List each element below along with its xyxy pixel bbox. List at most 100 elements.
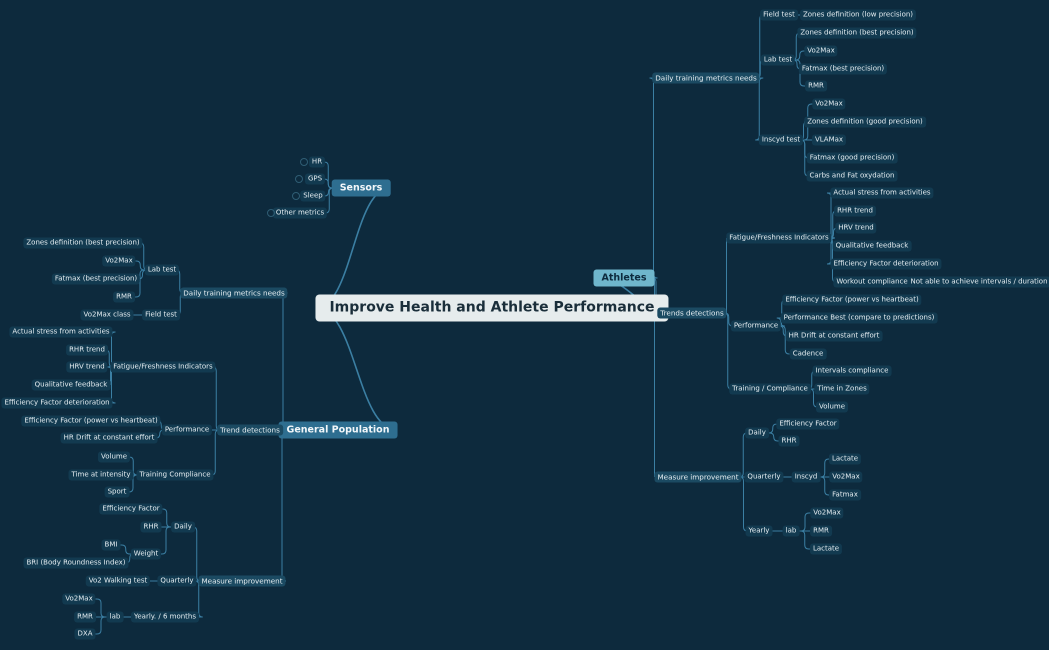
athletes-daily-training[interactable]: Daily training metrics needs xyxy=(652,72,760,84)
athletes-quarterly-item[interactable]: Fatmax xyxy=(829,489,861,501)
general-weight-item[interactable]: BRI (Body Roundness Index) xyxy=(23,557,129,569)
general-quarterly-item[interactable]: Vo2 Walking test xyxy=(85,575,151,587)
athletes-topic[interactable]: Athletes xyxy=(593,269,655,287)
connector-line xyxy=(128,474,138,493)
general-performance-item[interactable]: HR Drift at constant effort xyxy=(60,432,158,444)
athletes-field-test[interactable]: Field test xyxy=(760,9,798,21)
athletes-measure-yearly[interactable]: Yearly xyxy=(745,525,773,537)
general-weight-item[interactable]: BMI xyxy=(101,539,121,551)
athletes-performance-item[interactable]: HR Drift at constant effort xyxy=(785,330,883,342)
athletes-yearly-item[interactable]: Vo2Max xyxy=(810,507,844,519)
athletes-daily-item[interactable]: Efficiency Factor xyxy=(776,418,840,430)
athletes-trends[interactable]: Trends detections xyxy=(657,307,727,319)
sensor-other-metrics[interactable]: Other metrics xyxy=(272,207,328,219)
athletes-yearly-item[interactable]: RMR xyxy=(810,525,832,537)
general-weight[interactable]: Weight xyxy=(130,548,162,560)
athletes-performance-item[interactable]: Cadence xyxy=(789,348,827,360)
general-lab-item[interactable]: Zones definition (best precision) xyxy=(23,237,143,249)
general-fatigue-item[interactable]: RHR trend xyxy=(66,344,108,356)
athletes-training-item[interactable]: Intervals compliance xyxy=(812,365,892,377)
connector-line xyxy=(277,429,287,582)
athletes-training-item[interactable]: Volume xyxy=(815,401,849,413)
sensor-hr[interactable]: HR xyxy=(308,156,326,168)
athletes-inscyd-item[interactable]: Vo2Max xyxy=(812,98,846,110)
connector-line xyxy=(161,526,171,555)
athletes-quarterly-item[interactable]: Lactate xyxy=(828,453,862,465)
general-daily-training[interactable]: Daily training metrics needs xyxy=(180,287,288,299)
general-training-item[interactable]: Time at intensity xyxy=(68,469,134,481)
athletes-measure-quarterly[interactable]: Quarterly xyxy=(744,471,784,483)
connector-line xyxy=(315,307,398,431)
general-performance[interactable]: Performance xyxy=(161,424,213,436)
general-field-test[interactable]: Field test xyxy=(142,309,180,321)
athletes-inscyd-test[interactable]: Inscyd test xyxy=(758,134,804,146)
athletes-inscyd-item[interactable]: Carbs and Fat oxydation xyxy=(806,170,898,182)
athletes-fatigue[interactable]: Fatigue/Freshness Indicators xyxy=(726,232,832,244)
general-lab-item[interactable]: Fatmax (best precision) xyxy=(51,273,141,285)
athletes-quarterly-inscyd[interactable]: Inscyd xyxy=(791,471,821,483)
general-fatigue[interactable]: Fatigue/Freshness Indicators xyxy=(110,361,216,373)
general-lab-item[interactable]: Vo2Max xyxy=(102,255,136,267)
sensor-sleep[interactable]: Sleep xyxy=(300,190,326,202)
general-performance-item[interactable]: Efficiency Factor (power vs heartbeat) xyxy=(21,415,161,427)
sensor-gps[interactable]: GPS xyxy=(304,173,326,185)
athletes-performance[interactable]: Performance xyxy=(730,320,782,332)
general-measure-quarterly[interactable]: Quarterly xyxy=(157,575,197,587)
athletes-fatigue-item[interactable]: Qualitative feedback xyxy=(832,240,912,252)
athletes-inscyd-item[interactable]: Fatmax (good precision) xyxy=(806,152,898,164)
athletes-lab-test[interactable]: Lab test xyxy=(760,54,796,66)
connector-line xyxy=(826,237,836,265)
athletes-fatigue-item[interactable]: HRV trend xyxy=(835,222,877,234)
athletes-performance-item[interactable]: Efficiency Factor (power vs heartbeat) xyxy=(782,294,922,306)
athletes-fatigue-item[interactable]: Efficiency Factor deterioration xyxy=(830,258,942,270)
athletes-fatigue-item[interactable]: Workout compliance xyxy=(833,276,911,288)
athletes-training-compliance[interactable]: Training / Compliance xyxy=(729,383,811,395)
general-yearly-item[interactable]: DXA xyxy=(74,628,96,640)
athletes-lab-item[interactable]: Fatmax (best precision) xyxy=(798,63,888,75)
athletes-training-item[interactable]: Time in Zones xyxy=(814,383,870,395)
general-trends[interactable]: Trend detections xyxy=(217,424,283,436)
root-topic[interactable]: Improve Health and Athlete Performance xyxy=(315,294,669,322)
general-field-item[interactable]: Vo2Max class xyxy=(80,309,134,321)
general-daily-item[interactable]: RHR xyxy=(140,521,162,533)
athletes-fatigue-item[interactable]: Actual stress from activities xyxy=(830,187,934,199)
athletes-workout-note[interactable]: Not able to achieve intervals / duration xyxy=(907,276,1049,288)
general-lab-test[interactable]: Lab test xyxy=(144,264,180,276)
athletes-quarterly-item[interactable]: Vo2Max xyxy=(829,471,863,483)
athletes-yearly-lab[interactable]: lab xyxy=(782,525,800,537)
general-training-compliance[interactable]: Training Compliance xyxy=(136,469,214,481)
connector-line xyxy=(95,598,107,618)
sensor-indicator-icon xyxy=(295,175,303,183)
athletes-lab-item[interactable]: Vo2Max xyxy=(804,45,838,57)
general-fatigue-item[interactable]: Qualitative feedback xyxy=(31,379,111,391)
general-fatigue-item[interactable]: Actual stress from activities xyxy=(9,326,113,338)
general-yearly-item[interactable]: RMR xyxy=(74,611,96,623)
general-measure-yearly[interactable]: Yearly. / 6 months xyxy=(131,611,199,623)
general-measure[interactable]: Measure improvement xyxy=(198,575,286,587)
general-yearly-item[interactable]: Vo2Max xyxy=(62,593,96,605)
general-yearly-lab[interactable]: lab xyxy=(106,611,124,623)
athletes-lab-item[interactable]: Zones definition (best precision) xyxy=(797,27,917,39)
general-fatigue-item[interactable]: HRV trend xyxy=(66,361,108,373)
general-daily-item[interactable]: Efficiency Factor xyxy=(99,503,163,515)
general-training-item[interactable]: Volume xyxy=(97,451,131,463)
athletes-yearly-item[interactable]: Lactate xyxy=(809,543,843,555)
sensors-topic[interactable]: Sensors xyxy=(331,179,391,197)
connector-line xyxy=(820,458,829,478)
athletes-measure-daily[interactable]: Daily xyxy=(745,427,769,439)
connector-line xyxy=(739,476,748,532)
general-fatigue-item[interactable]: Efficiency Factor deterioration xyxy=(1,397,113,409)
athletes-measure[interactable]: Measure improvement xyxy=(654,471,742,483)
athletes-inscyd-item[interactable]: Zones definition (good precision) xyxy=(804,116,926,128)
general-population-topic[interactable]: General Population xyxy=(278,421,398,439)
general-training-item[interactable]: Sport xyxy=(104,486,130,498)
general-lab-item[interactable]: RMR xyxy=(113,291,135,303)
general-measure-daily[interactable]: Daily xyxy=(171,521,195,533)
athletes-inscyd-item[interactable]: VLAMax xyxy=(811,134,847,146)
athletes-field-item[interactable]: Zones definition (low precision) xyxy=(799,9,917,21)
athletes-performance-item[interactable]: Performance Best (compare to predictions… xyxy=(780,312,938,324)
athletes-fatigue-item[interactable]: RHR trend xyxy=(834,205,876,217)
connector-line xyxy=(755,77,764,141)
athletes-daily-item[interactable]: RHR xyxy=(778,435,800,447)
athletes-lab-item[interactable]: RMR xyxy=(805,80,827,92)
